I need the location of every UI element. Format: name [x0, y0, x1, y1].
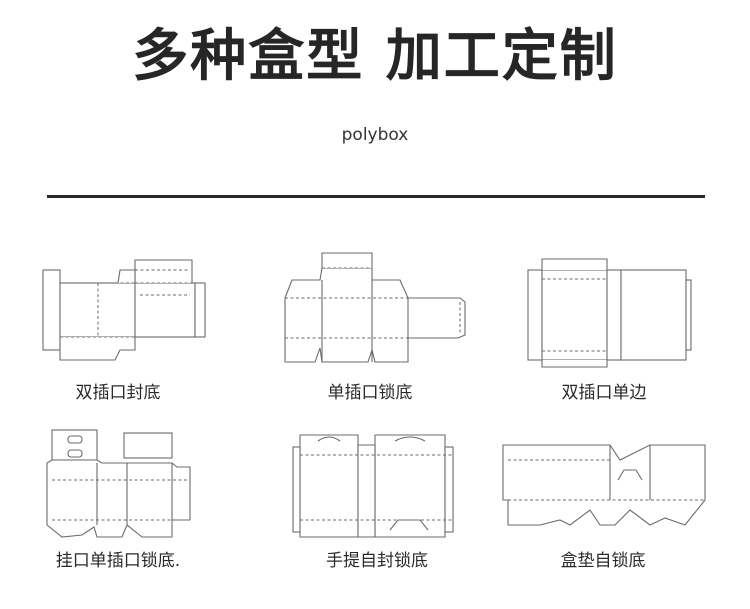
box-diagram-hang-tab-lock [42, 425, 202, 540]
caption-handle-lock: 手提自封锁底 [326, 551, 428, 571]
box-diagram-double-tuck-side [520, 255, 695, 370]
caption-hang-tab-lock: 挂口单插口锁底. [55, 551, 181, 571]
caption-single-tuck-lock: 单插口锁底 [327, 383, 413, 403]
brand-subtitle: polybox [341, 125, 409, 145]
caption-pad-lock: 盒垫自锁底 [560, 551, 646, 571]
divider [47, 195, 705, 198]
box-diagram-single-tuck-lock [280, 250, 475, 365]
box-diagram-double-tuck-sealed [40, 255, 210, 365]
caption-double-tuck-sealed: 双插口封底 [75, 383, 161, 403]
box-diagram-pad-lock [500, 440, 710, 535]
box-diagram-handle-lock [290, 425, 465, 540]
page-title: 多种盒型 加工定制 [132, 24, 618, 89]
caption-double-tuck-side: 双插口单边 [561, 383, 647, 403]
